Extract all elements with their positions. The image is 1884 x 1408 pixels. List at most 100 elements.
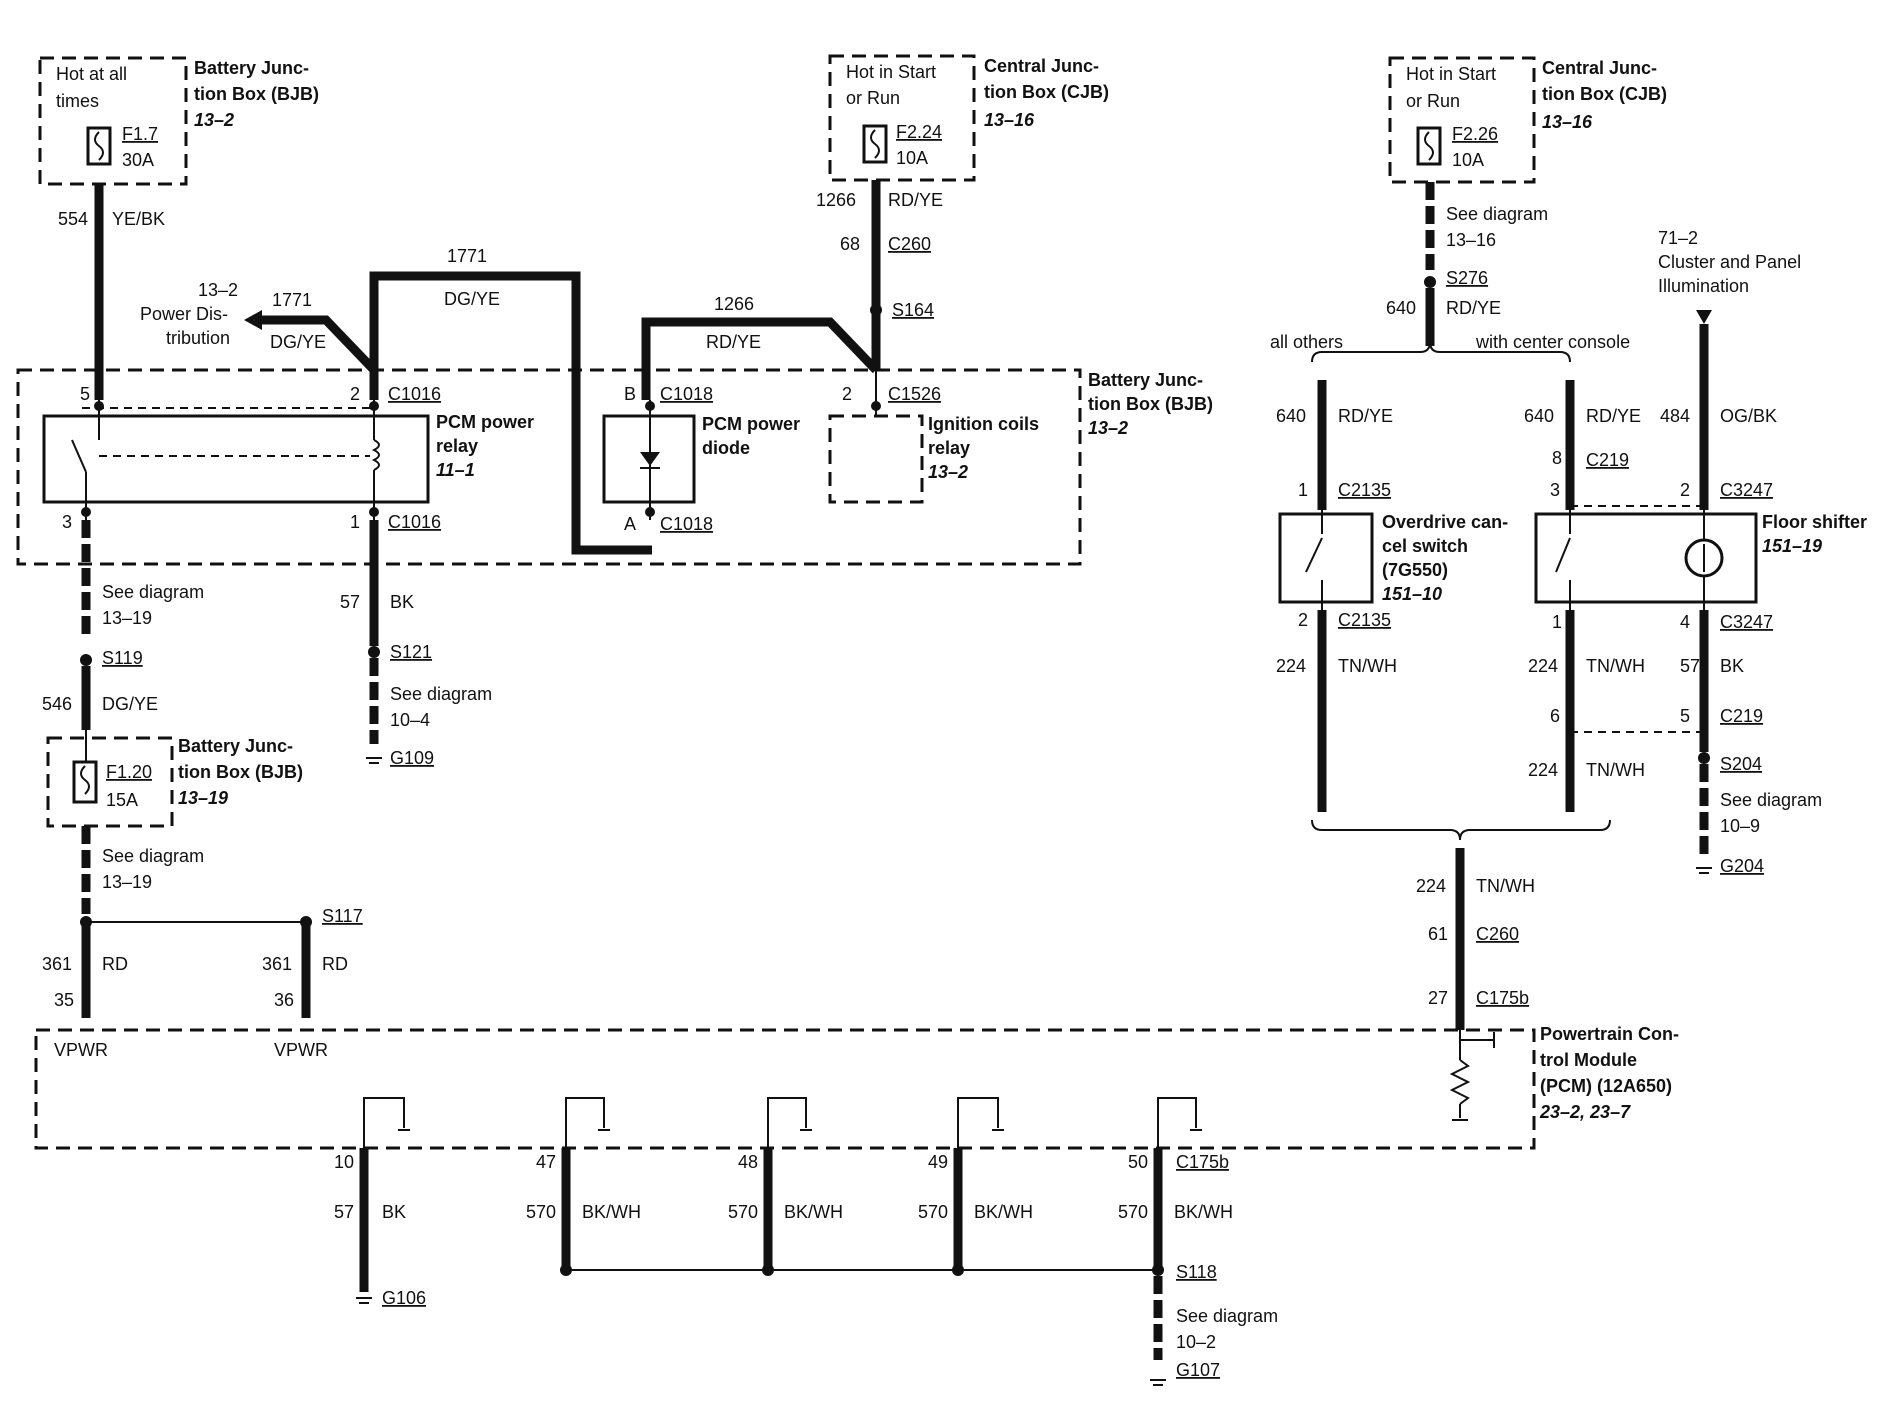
- box-ref: 13–19: [178, 788, 228, 808]
- wire-color: RD/YE: [1446, 298, 1501, 318]
- pin-label: 47: [536, 1152, 556, 1172]
- wire-number: 1266: [816, 190, 856, 210]
- ign-title: Ignition coils: [928, 414, 1039, 434]
- wire-number: 1771: [272, 290, 312, 310]
- connector-label: C2135: [1338, 480, 1391, 500]
- see-diagram: See diagram: [102, 582, 204, 602]
- box-title: Battery Junc-: [178, 736, 293, 756]
- fuse-amp: 10A: [1452, 150, 1484, 170]
- fuse-name: F1.7: [122, 124, 158, 144]
- wire-color: RD: [322, 954, 348, 974]
- pcm-title: Powertrain Con-: [1540, 1024, 1679, 1044]
- ground-icon: [356, 1297, 372, 1304]
- shifter-title: Floor shifter: [1762, 512, 1867, 532]
- pin-label: 2: [1298, 610, 1308, 630]
- pin-label: 2: [350, 384, 360, 404]
- ign-ref: 13–2: [928, 462, 968, 482]
- resistor-icon: [1449, 1059, 1471, 1105]
- pin-label: 2: [842, 384, 852, 404]
- pin-label: 1: [1298, 480, 1308, 500]
- see-diagram-2: 10–2: [1176, 1332, 1216, 1352]
- connector-label: C175b: [1176, 1152, 1229, 1172]
- pin-label: 3: [1550, 480, 1560, 500]
- see-diagram: See diagram: [1176, 1306, 1278, 1326]
- fuse-icon: [1424, 131, 1434, 161]
- see-diagram: See diagram: [102, 846, 204, 866]
- pin-label: A: [624, 514, 636, 534]
- box-title-2: tion Box (CJB): [984, 82, 1109, 102]
- overdrive-cancel-switch: [1278, 510, 1374, 614]
- connector-label: C1016: [388, 384, 441, 404]
- pin-label: 50: [1128, 1152, 1148, 1172]
- pin-label: 6: [1550, 706, 1560, 726]
- wire-color: RD: [102, 954, 128, 974]
- fuse-box-cjb-f2-26: Hot in Start or Run F2.26 10A Central Ju…: [1388, 56, 1667, 184]
- ground-icon: [1150, 1379, 1166, 1386]
- diode-icon: [640, 452, 660, 466]
- fuse-name: F2.24: [896, 122, 942, 142]
- wire-color: OG/BK: [1720, 406, 1777, 426]
- splice-label: S204: [1720, 754, 1762, 774]
- wire-color: TN/WH: [1586, 656, 1645, 676]
- wire-number: 224: [1276, 656, 1306, 676]
- pin-label: 49: [928, 1152, 948, 1172]
- wire-number: 361: [42, 954, 72, 974]
- wire-number: 57: [340, 592, 360, 612]
- branch-label: with center console: [1475, 332, 1630, 352]
- wire-1266-mid: [641, 317, 880, 400]
- pin-label: 5: [1680, 706, 1690, 726]
- cluster-label: Cluster and Panel: [1658, 252, 1801, 272]
- ground-icon: [1696, 867, 1712, 874]
- see-diagram-2: 10–9: [1720, 816, 1760, 836]
- floor-shifter: [1534, 510, 1758, 614]
- pcm-housing: [34, 1028, 1536, 1150]
- bjb-title-2: tion Box (BJB): [1088, 394, 1213, 414]
- wire-number: 570: [526, 1202, 556, 1222]
- wire-color: DG/YE: [270, 332, 326, 352]
- switch-title-3: (7G550): [1382, 560, 1448, 580]
- wire-number: 27: [1428, 988, 1448, 1008]
- connector-label: C1526: [888, 384, 941, 404]
- wire-color: BK: [390, 592, 414, 612]
- wire-color: RD/YE: [888, 190, 943, 210]
- hot-label-2: or Run: [846, 88, 900, 108]
- hot-label: Hot in Start: [1406, 64, 1496, 84]
- ground-label: G204: [1720, 856, 1764, 876]
- wire-color: TN/WH: [1476, 876, 1535, 896]
- switch-title-2: cel switch: [1382, 536, 1468, 556]
- wire-number: 1266: [714, 294, 754, 314]
- pin-label: 3: [62, 512, 72, 532]
- fuse-amp: 30A: [122, 150, 154, 170]
- bjb-ref: 13–2: [1088, 418, 1128, 438]
- wire-number: 361: [262, 954, 292, 974]
- coil-icon: [371, 439, 380, 471]
- fuse-name: F2.26: [1452, 124, 1498, 144]
- box-title-2: tion Box (BJB): [178, 762, 303, 782]
- connector-label: C3247: [1720, 612, 1773, 632]
- bjb-housing: [16, 368, 1082, 566]
- box-title: Central Junc-: [1542, 58, 1657, 78]
- hot-label-2: or Run: [1406, 91, 1460, 111]
- connector-label: C219: [1720, 706, 1763, 726]
- connector-label: C2135: [1338, 610, 1391, 630]
- fuse-amp: 15A: [106, 790, 138, 810]
- wire-color: RD/YE: [1586, 406, 1641, 426]
- splice-label: S119: [102, 648, 143, 668]
- wire-color: TN/WH: [1586, 760, 1645, 780]
- ground-label: G106: [382, 1288, 426, 1308]
- switch-ref: 151–10: [1382, 584, 1442, 604]
- pcm-power-relay: [42, 400, 430, 520]
- wire-number: 61: [1428, 924, 1448, 944]
- pin-label: 2: [1680, 480, 1690, 500]
- wire-number: 546: [42, 694, 72, 714]
- see-diagram-2: 13–16: [1446, 230, 1496, 250]
- cluster-label-2: Illumination: [1658, 276, 1749, 296]
- wire-number: 57: [334, 1202, 354, 1222]
- box-title-2: tion Box (CJB): [1542, 84, 1667, 104]
- connector-label: C260: [888, 234, 931, 254]
- pin-label: 5: [80, 384, 90, 404]
- pin-label: 48: [738, 1152, 758, 1172]
- connector-label: C3247: [1720, 480, 1773, 500]
- connector-label: C260: [1476, 924, 1519, 944]
